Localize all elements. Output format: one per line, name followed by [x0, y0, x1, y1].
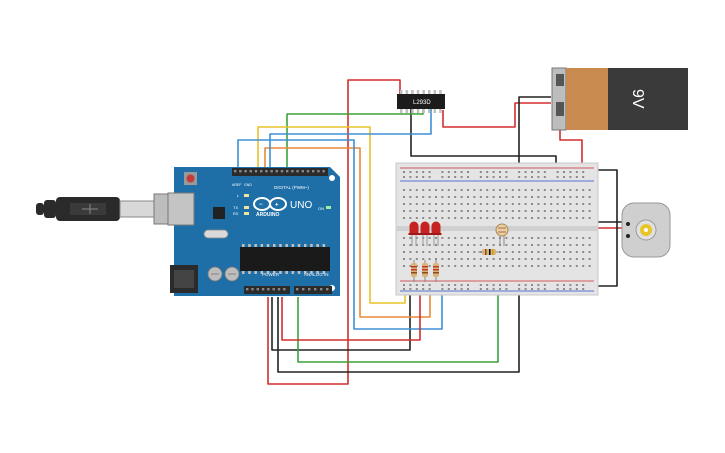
led-group — [408, 221, 442, 247]
resistor-sensor[interactable] — [478, 249, 500, 255]
led-rx-label: RX — [233, 211, 239, 216]
resistor-led-1[interactable] — [411, 260, 417, 282]
wire-red-led[interactable] — [281, 280, 421, 341]
svg-text:−: − — [259, 202, 263, 208]
led-3[interactable] — [430, 221, 442, 247]
model-label: UNO — [290, 200, 312, 211]
led-2[interactable] — [419, 221, 431, 247]
wire-black-rail[interactable] — [598, 169, 618, 287]
resistor-led-3[interactable] — [433, 260, 439, 282]
digital-label: DIGITAL (PWM~) — [274, 185, 309, 190]
motor-driver-chip[interactable]: L293D — [397, 90, 445, 113]
brand-label: ARDUINO — [256, 212, 279, 218]
wire-red-battery[interactable] — [442, 102, 551, 128]
wire-blue-led[interactable] — [237, 139, 443, 330]
dc-motor[interactable] — [621, 202, 671, 258]
usb-cable[interactable] — [36, 193, 191, 225]
wire-blue-driver[interactable] — [269, 108, 432, 170]
digital-header[interactable] — [232, 168, 328, 176]
wire-black-battery[interactable] — [277, 96, 551, 373]
wire-black-ground[interactable] — [271, 290, 411, 351]
analog-header[interactable] — [294, 286, 332, 294]
svg-text:+: + — [275, 203, 279, 209]
reset-button[interactable] — [184, 172, 197, 185]
resistor-led-2[interactable] — [422, 260, 428, 282]
led-tx-label: TX — [233, 205, 238, 210]
battery-9v[interactable]: 9V — [551, 67, 688, 131]
wires — [237, 79, 625, 385]
battery-label: 9V — [629, 89, 646, 109]
motor-driver-label: L293D — [413, 100, 431, 106]
on-label: ON — [318, 206, 324, 211]
led-l-label: L — [237, 193, 240, 198]
gnd-label: GND — [244, 183, 252, 187]
atmega-chip — [240, 247, 330, 271]
led-1[interactable] — [408, 221, 420, 247]
usb-symbol-icon — [82, 204, 98, 214]
resistor-group — [411, 249, 500, 282]
wire-green-driver[interactable] — [286, 108, 424, 170]
aref-label: AREF — [232, 183, 241, 187]
arduino-board[interactable]: DIGITAL (PWM~) AREF GND POWER ANALOG IN … — [167, 167, 340, 296]
analog-label: ANALOG IN — [304, 272, 329, 277]
arduino-logo-icon: − + — [253, 197, 287, 211]
photoresistor[interactable] — [495, 223, 509, 246]
power-label: POWER — [262, 272, 280, 277]
wire-red-power[interactable] — [267, 79, 401, 385]
wire-yellow-driver[interactable] — [257, 126, 406, 304]
power-header[interactable] — [244, 286, 290, 294]
wire-green-analog[interactable] — [297, 252, 499, 363]
wire-orange-led[interactable] — [264, 147, 431, 318]
